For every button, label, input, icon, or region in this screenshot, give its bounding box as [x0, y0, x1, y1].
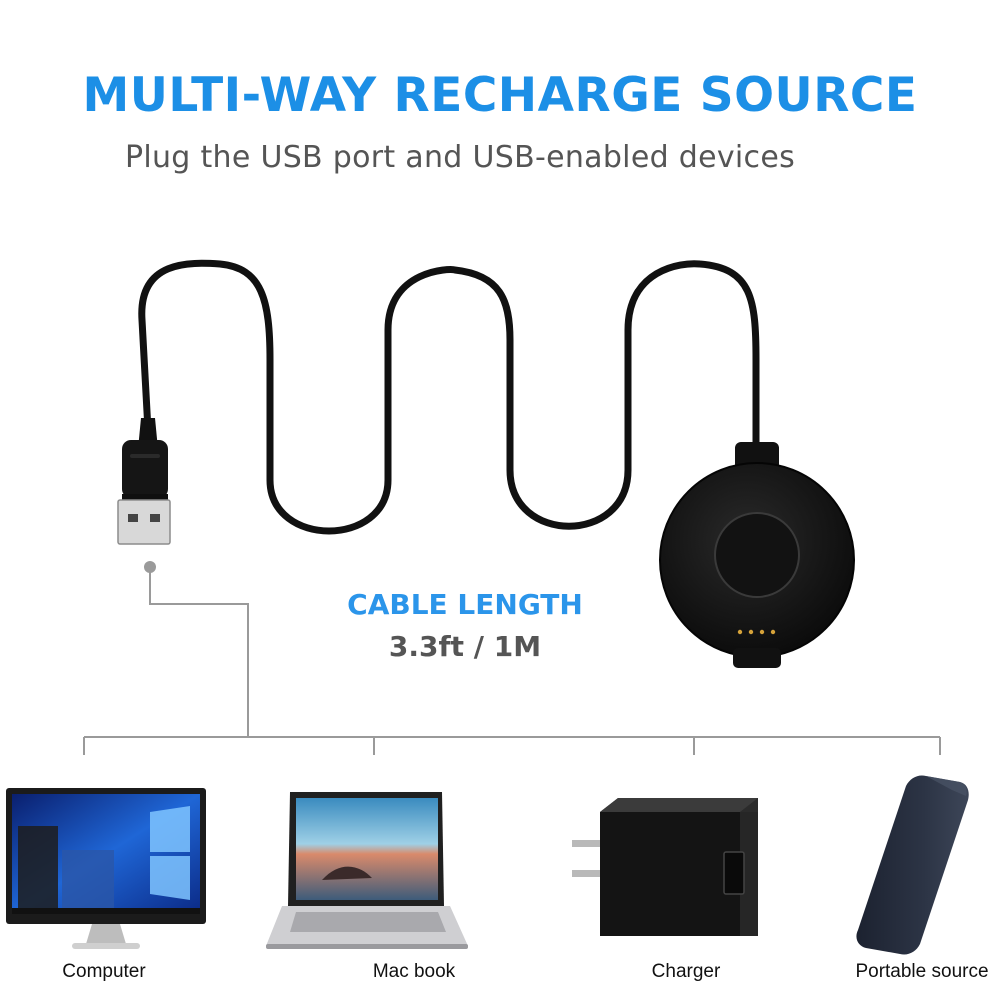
- monitor-icon: [6, 788, 206, 949]
- usb-plug: [117, 418, 171, 545]
- usb-cable: [138, 259, 760, 535]
- connector-lines: [83, 561, 941, 755]
- power-bank-icon: [856, 775, 969, 955]
- wall-charger-icon: [572, 798, 758, 936]
- cable-length-value: 3.3ft / 1M: [388, 630, 542, 663]
- page-subtitle: Plug the USB port and USB-enabled device…: [124, 140, 796, 175]
- laptop-icon: [266, 792, 468, 949]
- device-label-portable-source: Portable source: [855, 961, 989, 982]
- device-label-computer: Computer: [62, 961, 146, 982]
- device-label-macbook: Mac book: [372, 961, 456, 982]
- page-title: MULTI-WAY RECHARGE SOURCE: [82, 68, 918, 123]
- device-label-charger: Charger: [651, 961, 721, 982]
- charging-dock: [659, 442, 855, 668]
- cable-length-label: CABLE LENGTH: [347, 588, 583, 621]
